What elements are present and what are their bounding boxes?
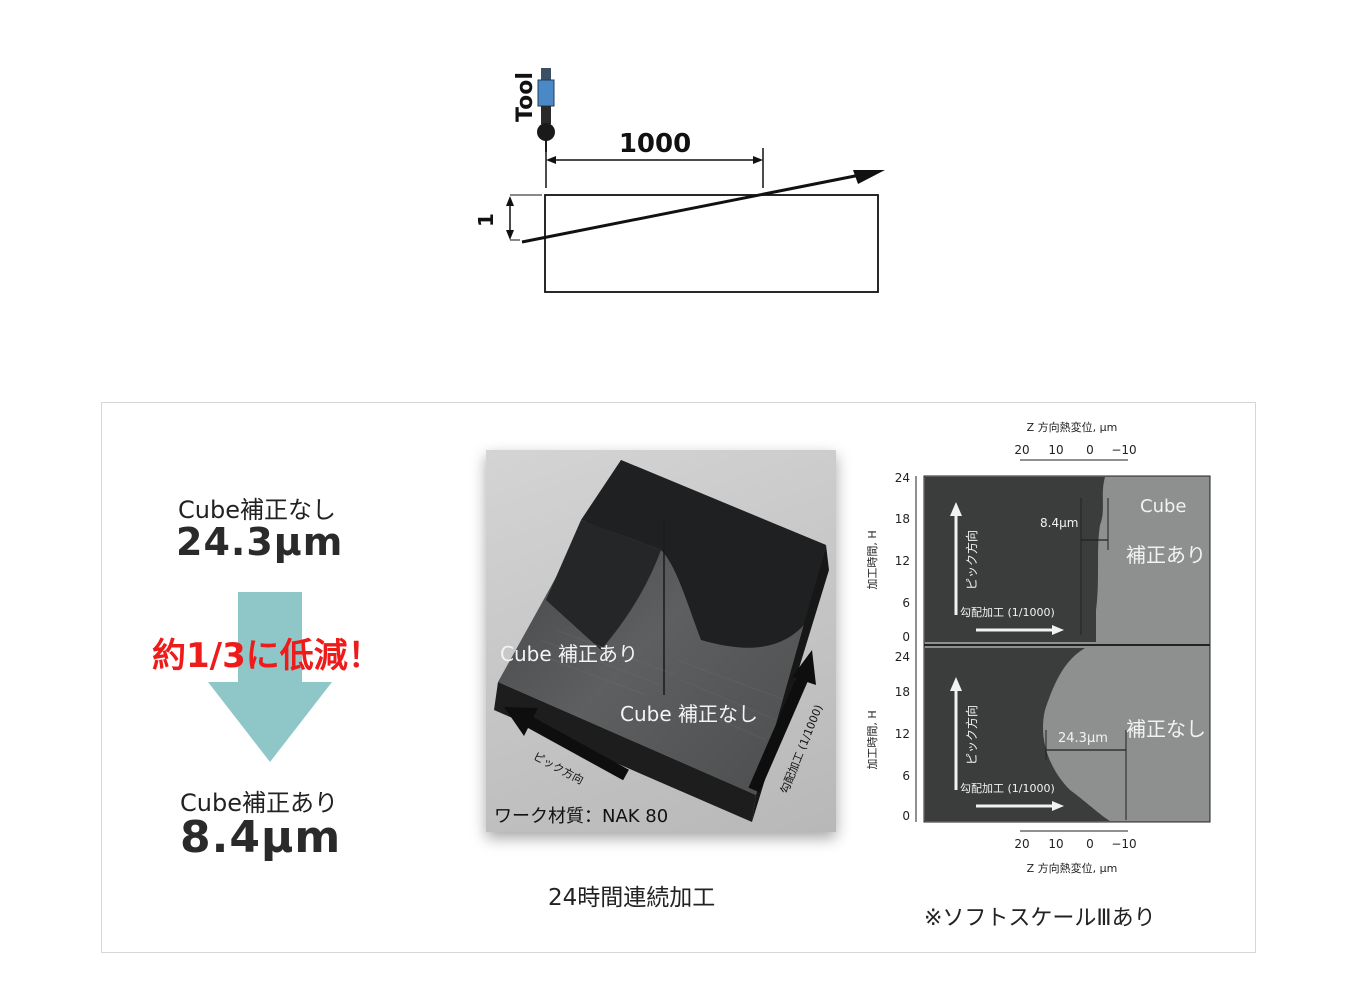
y-tick-upper-2: 12 [895, 554, 910, 568]
y-tick-upper-0: 24 [895, 471, 910, 485]
y-tick-upper-1: 18 [895, 512, 910, 526]
arrowhead-left [546, 156, 556, 164]
tool-path-diagram: Tool 1000 1 [460, 60, 900, 310]
y-axis-title-lower: 加工時間, H [866, 710, 879, 769]
y-tick-lower-2: 12 [895, 727, 910, 741]
height-label: 1 [474, 213, 498, 227]
with-correction-label: Cube補正あり [180, 789, 338, 817]
down-arrow-icon [208, 592, 332, 762]
top-x-tick-0: 20 [1014, 443, 1029, 457]
tool-path-svg: Tool 1000 1 [474, 68, 885, 293]
upper-displacement-region [925, 477, 1105, 642]
tool-label: Tool [513, 72, 538, 122]
photo-caption: 24時間連続加工 [548, 885, 716, 911]
photo-label-with: Cube 補正あり [500, 642, 638, 666]
without-correction-value: 24.3μm [176, 520, 344, 564]
chart-caption: ※ソフトスケールⅢあり [924, 906, 1156, 931]
with-correction-value: 8.4μm [180, 812, 342, 863]
arrowhead-right [753, 156, 763, 164]
y-tick-lower-1: 18 [895, 685, 910, 699]
y-tick-lower-0: 24 [895, 650, 910, 664]
lower-gradient-arrowhead [1052, 801, 1064, 811]
gradient-arrowhead [853, 170, 885, 184]
y-tick-lower-3: 6 [902, 769, 910, 783]
upper-label-with: 補正あり [1126, 543, 1206, 567]
lower-pick-arrowhead [950, 677, 962, 691]
tool-icon [537, 68, 555, 152]
upper-pick-arrowhead [950, 502, 962, 516]
lower-value: 24.3μm [1058, 731, 1108, 746]
lower-pick-direction: ピック方向 [964, 705, 979, 765]
top-x-tick-2: 0 [1086, 443, 1094, 457]
bottom-x-tick-0: 20 [1014, 837, 1029, 851]
photo-material: ワーク材質：NAK 80 [494, 806, 669, 827]
y-tick-upper-4: 0 [902, 630, 910, 644]
lower-label-without: 補正なし [1126, 717, 1206, 741]
gradient-path [521, 173, 861, 244]
lower-gradient-label: 勾配加工 (1/1000) [960, 782, 1055, 795]
upper-label-cube: Cube [1140, 496, 1186, 517]
upper-gradient-arrowhead [1052, 625, 1064, 635]
workpiece-photo-svg [494, 460, 829, 822]
lower-displacement-region [925, 648, 1110, 821]
top-axis-title: Z 方向熱変位, μm [1027, 420, 1118, 434]
photo-label-without: Cube 補正なし [620, 702, 758, 726]
top-x-tick-3: −10 [1111, 443, 1136, 457]
y-axis-title-upper: 加工時間, H [866, 530, 879, 589]
bottom-x-tick-1: 10 [1048, 837, 1063, 851]
top-x-tick-1: 10 [1048, 443, 1063, 457]
bottom-x-tick-2: 0 [1086, 837, 1094, 851]
bottom-axis-title: Z 方向熱変位, μm [1027, 861, 1118, 875]
y-tick-upper-3: 6 [902, 596, 910, 610]
length-label: 1000 [619, 129, 691, 159]
workpiece-photo: Cube 補正あり Cube 補正なし ピック方向 勾配加工 (1/1000) … [486, 450, 836, 832]
chart-svg: Z 方向熱変位, μm 20 10 0 −10 24 18 12 6 0 24 … [866, 420, 1211, 875]
upper-pick-direction: ピック方向 [964, 530, 979, 590]
y-tick-lower-4: 0 [902, 809, 910, 823]
upper-value: 8.4μm [1040, 516, 1078, 530]
reduction-text: 約1/3に低減！ [152, 636, 382, 676]
height-arrow-bottom [506, 230, 514, 240]
workpiece [544, 194, 879, 293]
bottom-x-tick-3: −10 [1111, 837, 1136, 851]
upper-gradient-label: 勾配加工 (1/1000) [960, 606, 1055, 619]
thermal-displacement-chart: Z 方向熱変位, μm 20 10 0 −10 24 18 12 6 0 24 … [860, 410, 1240, 890]
without-correction-label: Cube補正なし [178, 496, 336, 524]
height-arrow-top [506, 196, 514, 206]
